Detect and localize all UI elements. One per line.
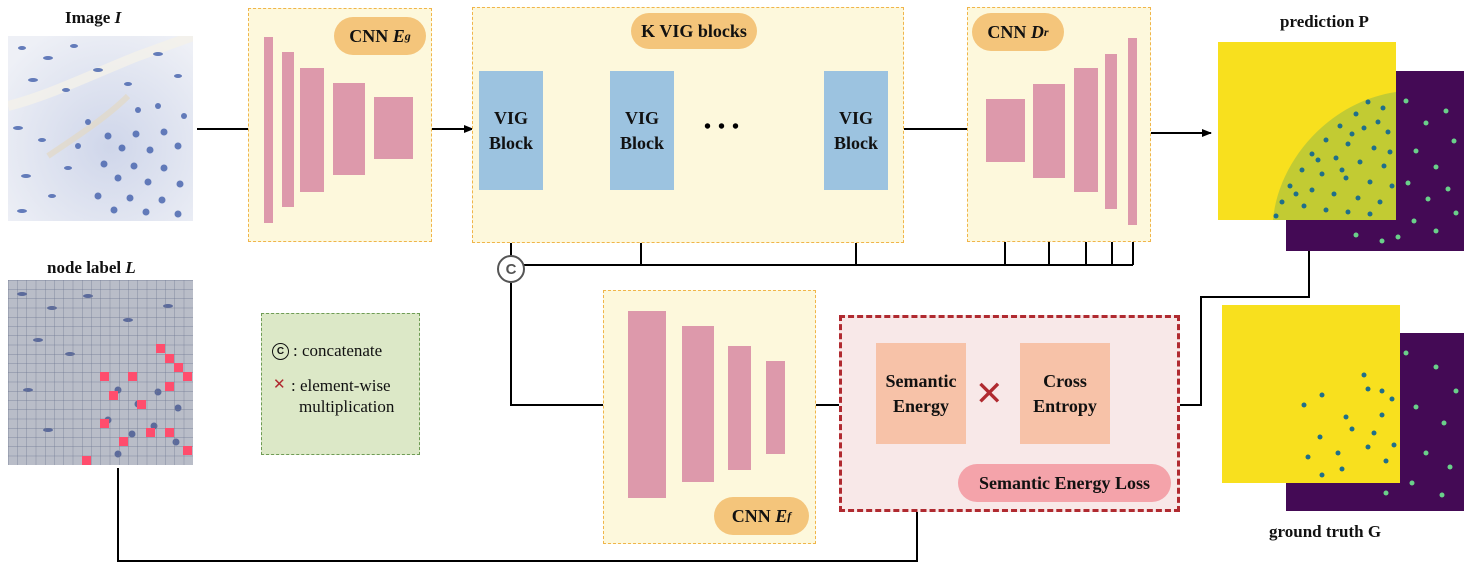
loss-name-label: Semantic Energy Loss	[958, 464, 1171, 502]
encoder-g-layer-2	[282, 52, 294, 207]
encoder-f-subscript: f	[787, 508, 792, 523]
decoder-r-layer-2	[1033, 84, 1065, 178]
node-label-title: node label L	[47, 258, 136, 278]
node-label-symbol: L	[125, 258, 136, 277]
image-title-text: Image	[65, 8, 111, 27]
vig-block-3-line1: VIG	[838, 107, 873, 128]
encoder-g-layer-3	[300, 68, 324, 192]
legend-multiply-text-line2: multiplication	[299, 397, 395, 416]
decoder-r-symbol: D	[1030, 21, 1044, 42]
encoder-f-layer-3	[728, 346, 751, 470]
encoder-g-label-text: CNN	[349, 25, 389, 46]
vig-panel-label: K VIG blocks	[631, 13, 757, 49]
legend-concat-text: : concatenate	[293, 341, 383, 360]
encoder-g-layer-1	[264, 37, 273, 223]
encoder-g-subscript: g	[404, 28, 411, 43]
decoder-r-subscript: r	[1043, 24, 1049, 39]
decoder-r-label-text: CNN	[987, 21, 1027, 42]
vig-block-2-line2: Block	[619, 132, 664, 153]
vig-block-1-line1: VIG	[493, 107, 528, 128]
cross-entropy-line2: Entropy	[1033, 395, 1097, 416]
decoder-r-layer-1	[986, 99, 1025, 162]
vig-block-1: VIG Block	[479, 71, 543, 190]
vig-ellipsis: • • •	[704, 116, 741, 138]
legend-concat-icon: C	[272, 342, 289, 360]
legend-multiply-icon: ✕	[273, 375, 286, 393]
encoder-g-layer-4	[333, 83, 365, 175]
image-title: Image I	[65, 8, 121, 28]
multiply-icon: ✕	[975, 374, 1004, 414]
vig-block-1-line2: Block	[488, 132, 533, 153]
encoder-g-layer-5	[374, 97, 413, 159]
vig-block-3: VIG Block	[824, 71, 888, 190]
encoder-f-layer-1	[628, 311, 666, 498]
node-label-grid	[8, 280, 193, 465]
decoder-r-layer-4	[1105, 54, 1117, 209]
input-image	[6, 31, 195, 221]
image-symbol: I	[114, 8, 122, 27]
encoder-f-label-text: CNN	[731, 505, 771, 526]
encoder-f-layer-4	[766, 361, 785, 454]
semantic-energy-block: Semantic Energy	[876, 343, 966, 444]
vig-block-2-line1: VIG	[624, 107, 659, 128]
cross-entropy-line1: Cross	[1043, 370, 1087, 391]
cross-entropy-block: Cross Entropy	[1020, 343, 1110, 444]
prediction-front-map	[1218, 42, 1396, 220]
ground-truth-title: ground truth G	[1269, 522, 1382, 541]
ground-truth-front-dots	[1301, 372, 1397, 478]
ground-truth-front-map	[1222, 305, 1400, 483]
concat-node: C	[497, 255, 525, 283]
encoder-g-symbol: E	[392, 25, 405, 46]
encoder-f-layer-2	[682, 326, 714, 482]
semantic-energy-line2: Energy	[893, 395, 949, 416]
prediction-front-dots	[1273, 92, 1396, 220]
ground-truth-back-dots	[1383, 350, 1459, 498]
node-label-image	[8, 280, 193, 465]
decoder-r-layer-5	[1128, 38, 1137, 225]
vig-block-3-line2: Block	[833, 132, 878, 153]
node-label-title-text: node label	[47, 258, 122, 277]
arrow-concat-to-ef	[510, 283, 621, 409]
encoder-f-symbol: E	[775, 505, 788, 526]
prediction-back-dots	[1353, 98, 1459, 244]
prediction-title: prediction P	[1280, 12, 1369, 31]
legend-concat-row: C : concatenate	[272, 341, 382, 361]
semantic-energy-line1: Semantic	[885, 370, 957, 391]
legend-multiply-text-line1: : element-wise	[291, 376, 391, 395]
decoder-r-layer-3	[1074, 68, 1098, 192]
histology-image	[6, 31, 195, 221]
arrow-node-label-to-semantic-energy	[117, 467, 921, 562]
legend: C : concatenate ✕ : element-wise multipl…	[261, 313, 420, 455]
vig-block-2: VIG Block	[610, 71, 674, 190]
legend-multiply-text: : element-wise multiplication	[291, 375, 394, 417]
